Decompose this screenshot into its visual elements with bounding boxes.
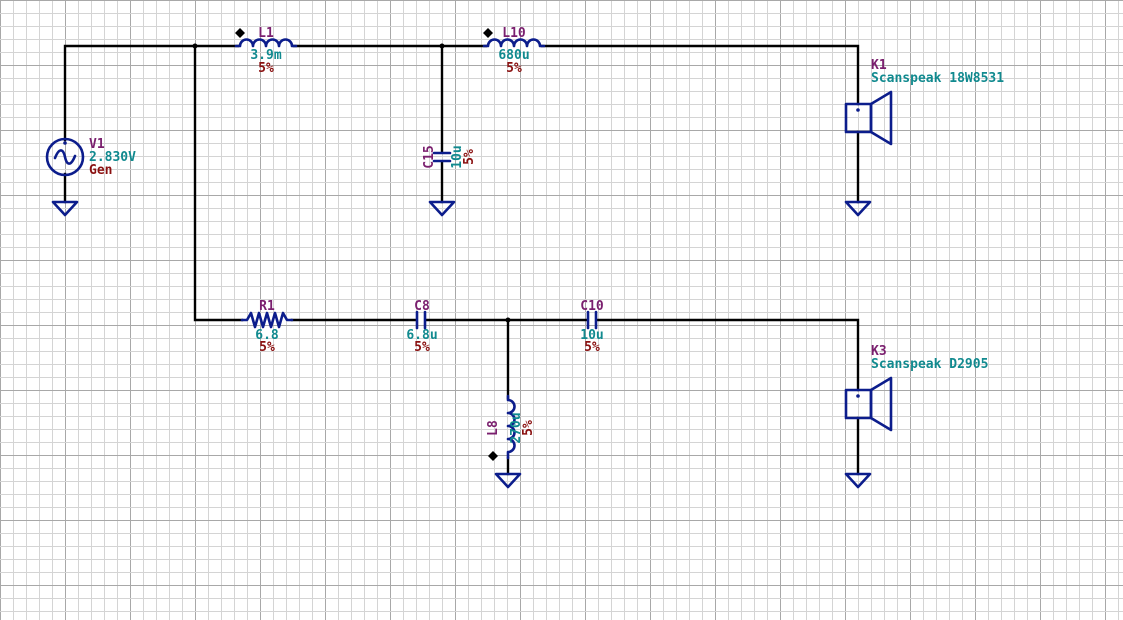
junction-dot <box>505 317 511 323</box>
component-c8[interactable]: C8 6.8u 5% <box>406 299 437 355</box>
r1-value: 6.8 <box>255 328 279 343</box>
k1-name: K1 <box>871 58 887 73</box>
v1-tolerance: Gen <box>89 163 112 178</box>
c15-name: C15 <box>422 145 437 168</box>
wire-c10-k3[interactable] <box>595 318 860 392</box>
component-k3[interactable]: K3 Scanspeak D2905 <box>844 344 988 432</box>
v1-name: V1 <box>89 137 105 152</box>
component-k1[interactable]: K1 Scanspeak 18W8531 <box>844 58 1004 146</box>
junction-dot <box>192 43 198 49</box>
c8-value: 6.8u <box>406 328 437 343</box>
ground-icon <box>494 472 522 489</box>
component-l10[interactable]: L10 680u 5% <box>482 26 546 76</box>
c15-value: 10u <box>450 145 465 168</box>
capacitor-icon <box>586 310 598 330</box>
l8-value: 270u <box>509 412 524 443</box>
component-c15[interactable]: C15 10u 5% <box>422 145 477 168</box>
r1-name: R1 <box>259 299 275 314</box>
c10-name: C10 <box>580 299 604 314</box>
component-l8[interactable]: L8 270u 5% <box>486 394 536 461</box>
r1-tolerance: 5% <box>259 340 275 355</box>
ground-icon <box>844 472 872 489</box>
l1-name: L1 <box>258 26 274 41</box>
speaker-icon <box>844 90 893 146</box>
l8-tolerance: 5% <box>521 420 536 436</box>
k1-model: Scanspeak 18W8531 <box>871 71 1004 86</box>
polarity-dot-icon <box>483 28 493 38</box>
capacitor-icon <box>432 151 452 163</box>
l10-name: L10 <box>502 26 526 41</box>
ground-icon <box>51 200 79 217</box>
k3-name: K3 <box>871 344 887 359</box>
c8-tolerance: 5% <box>414 340 430 355</box>
c10-value: 10u <box>580 328 603 343</box>
component-v1[interactable]: V1 2.830V Gen <box>45 137 136 178</box>
junction-dot <box>439 43 445 49</box>
l8-name: L8 <box>486 420 501 436</box>
l10-value: 680u <box>498 48 529 63</box>
wire-branch-tweeter[interactable] <box>193 44 244 322</box>
c8-name: C8 <box>414 299 430 314</box>
component-r1[interactable]: R1 6.8 5% <box>240 299 294 355</box>
polarity-dot-icon <box>235 28 245 38</box>
c15-tolerance: 5% <box>462 149 477 165</box>
inductor-icon <box>482 38 546 48</box>
v1-value: 2.830V <box>89 150 136 165</box>
component-c10[interactable]: C10 10u 5% <box>580 299 604 355</box>
c10-tolerance: 5% <box>584 340 600 355</box>
wire-source-top[interactable] <box>63 44 240 142</box>
ac-source-icon <box>45 137 85 177</box>
inductor-icon <box>234 38 298 48</box>
resistor-icon <box>240 311 294 329</box>
l1-tolerance: 5% <box>258 61 274 76</box>
capacitor-icon <box>415 310 427 330</box>
polarity-dot-icon <box>488 451 498 461</box>
ground-icon <box>428 200 456 217</box>
wires <box>63 43 860 476</box>
ground-icon <box>844 200 872 217</box>
speaker-icon <box>844 376 893 432</box>
component-l1[interactable]: L1 3.9m 5% <box>234 26 298 76</box>
l10-tolerance: 5% <box>506 61 522 76</box>
l1-value: 3.9m <box>250 48 281 63</box>
k3-model: Scanspeak D2905 <box>871 357 988 372</box>
inductor-icon <box>506 394 516 460</box>
wire-l10-k1[interactable] <box>540 44 860 106</box>
